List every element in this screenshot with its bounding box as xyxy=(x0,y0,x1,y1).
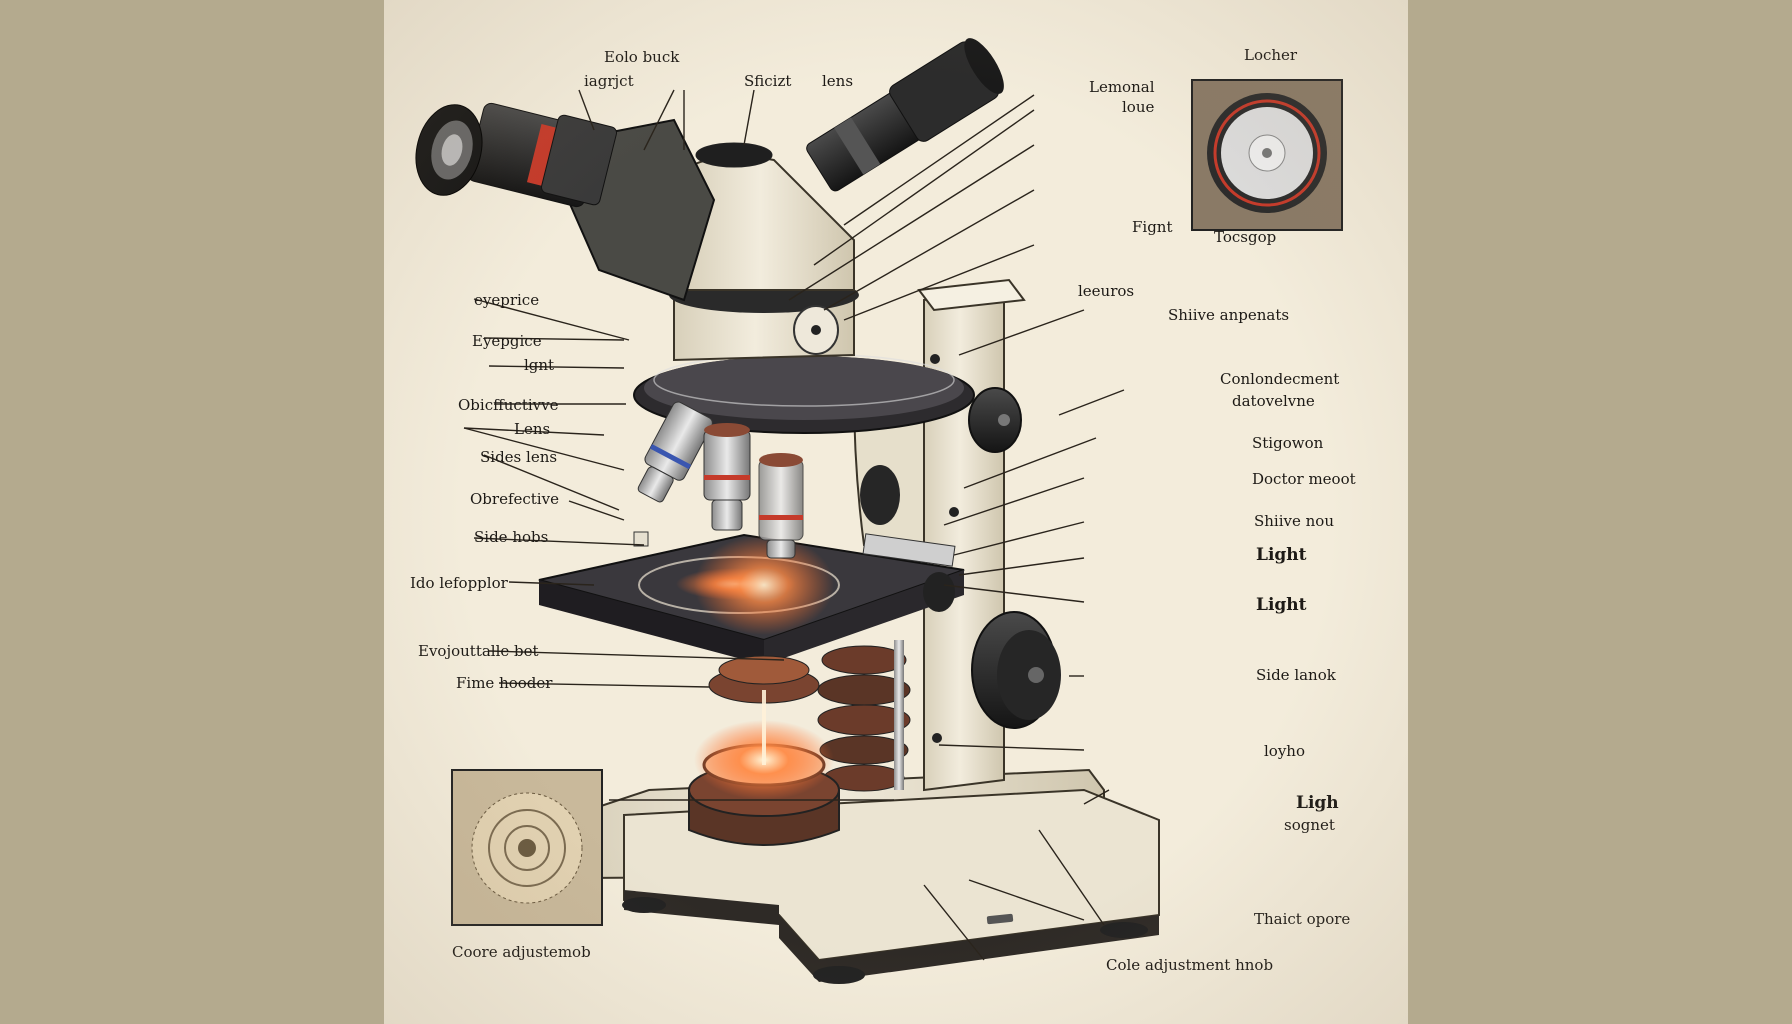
microscope-illustration xyxy=(415,38,1343,984)
label-lens-mid: Lens xyxy=(514,420,551,438)
label-shiive-nou: Shiive nou xyxy=(1254,512,1335,530)
label-side-lanok: Side lanok xyxy=(1256,666,1336,684)
label-conlondecment: Conlondecment xyxy=(1220,370,1340,388)
revolving-nosepiece xyxy=(633,353,975,434)
label-light-2: Light xyxy=(1256,595,1307,615)
label-stigowon: Stigowon xyxy=(1252,434,1324,452)
label-cole-adjustment-hnob: Cole adjustment hnob xyxy=(1106,956,1274,974)
inset-eyepiece-closeup xyxy=(1191,79,1343,231)
label-sides-lens: Sides lens xyxy=(480,448,558,466)
label-doctor-meoot: Doctor meoot xyxy=(1252,470,1356,488)
microscope-head xyxy=(669,142,859,362)
label-fime-hooder: Fime hooder xyxy=(456,674,553,692)
label-datovelvne: datovelvne xyxy=(1232,392,1315,410)
label-obrefective: Obrefective xyxy=(470,490,559,508)
label-lens-top: lens xyxy=(822,72,854,90)
label-iagrjct: iagrjct xyxy=(584,72,634,90)
label-coore-adjustemob: Coore adjustemob xyxy=(452,943,591,961)
label-tocsgop: Tocsgop xyxy=(1214,228,1277,246)
label-locher: Locher xyxy=(1244,46,1298,64)
illuminator xyxy=(688,535,840,846)
diagram-paper: Eolo buck iagrjct Sficizt lens Locher Le… xyxy=(384,0,1408,1024)
label-loue: loue xyxy=(1122,98,1155,116)
label-ligh: Ligh xyxy=(1296,793,1339,813)
coarse-adjustment-knob xyxy=(860,387,1061,729)
label-eyepgice: Eyepgice xyxy=(472,332,542,350)
label-thaict-opore: Thaict opore xyxy=(1254,910,1351,928)
label-sognet: sognet xyxy=(1284,816,1335,834)
label-lemonal: Lemonal xyxy=(1089,78,1155,96)
eyepiece-tube-right xyxy=(806,38,1004,192)
label-leeuros: leeuros xyxy=(1078,282,1135,300)
label-eolo-buck: Eolo buck xyxy=(604,48,680,66)
inset-specimen-closeup xyxy=(451,769,603,926)
label-loyho: loyho xyxy=(1264,742,1305,760)
label-lgnt: lgnt xyxy=(524,356,555,374)
label-eyeprice: eyeprice xyxy=(474,291,540,309)
condenser xyxy=(708,640,911,792)
eyepiece-left xyxy=(415,102,716,302)
label-evojouttalle-bet: Evojouttalle bet xyxy=(418,642,539,660)
objective-lenses xyxy=(637,401,804,559)
right-background-band xyxy=(1408,0,1792,1024)
label-ldo-lefopplor: Ido lefopplor xyxy=(410,574,508,592)
label-obicffuctivve: Obicffuctivve xyxy=(458,396,559,414)
label-light-1: Light xyxy=(1256,545,1307,565)
label-fignt: Fignt xyxy=(1132,218,1173,236)
label-sficizt: Sficizt xyxy=(744,72,792,90)
label-shiive-anpenats: Shiive anpenats xyxy=(1168,306,1290,324)
label-side-hobs: Side hobs xyxy=(474,528,549,546)
leader-lines xyxy=(463,89,1125,961)
left-background-band xyxy=(0,0,384,1024)
